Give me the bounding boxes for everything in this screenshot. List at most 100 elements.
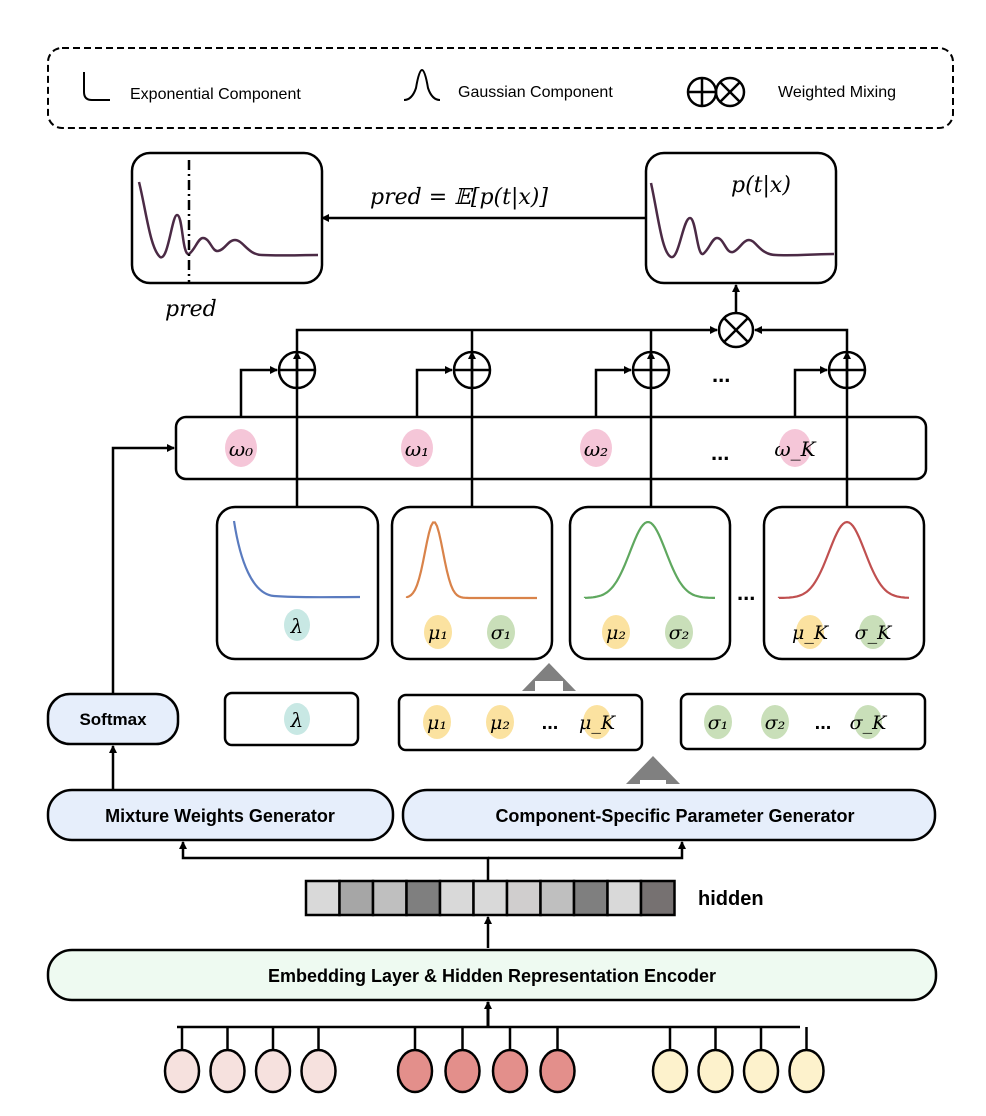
hidden-cell xyxy=(606,879,643,917)
input-feature-node xyxy=(651,1048,689,1094)
svg-text:σ₂: σ₂ xyxy=(669,622,690,644)
sigma-badge: σ₂ xyxy=(665,615,693,649)
svg-text:σ₂: σ₂ xyxy=(765,712,786,734)
input-feature-node xyxy=(788,1048,825,1094)
pred-label: pred xyxy=(165,297,217,322)
hidden-cell xyxy=(338,879,375,917)
add-mix-icon xyxy=(686,76,718,108)
exponential-component-panel: λ xyxy=(215,505,380,661)
encoder-label: Embedding Layer & Hidden Representation … xyxy=(268,966,716,986)
hidden-cell xyxy=(472,879,509,917)
hidden-cell xyxy=(304,879,341,917)
exponential-curve xyxy=(232,520,361,599)
hidden-cell xyxy=(438,879,475,917)
svg-text:μ₂: μ₂ xyxy=(606,622,626,644)
mu-param: μ_K xyxy=(579,705,617,739)
mu-badge: μ_K xyxy=(792,615,830,649)
lambda-param: λ xyxy=(290,708,304,732)
components-ellipsis: ... xyxy=(737,580,755,605)
omega-label: ω_K xyxy=(774,437,816,461)
gaussian-curve xyxy=(583,521,715,599)
param-ellipsis: ... xyxy=(815,712,832,734)
hidden-cell xyxy=(405,879,442,917)
sigma-param-box: σ₁ σ₂... σ_K xyxy=(679,692,927,751)
input-feature-node xyxy=(444,1048,481,1094)
legend-border xyxy=(47,47,954,129)
sigma-param: σ_K xyxy=(850,705,888,739)
gaussian-icon xyxy=(403,68,441,101)
component-parameter-label: Component-Specific Parameter Generator xyxy=(495,806,854,826)
generator-up-arrow xyxy=(626,756,680,784)
omega-badge: ω₀ xyxy=(225,429,257,467)
legend: Exponential Component Gaussian Component… xyxy=(47,47,954,129)
hidden-cell xyxy=(505,879,542,917)
weights-ellipsis: ... xyxy=(711,440,729,465)
input-feature-node xyxy=(742,1048,780,1094)
weights-bar xyxy=(174,415,928,481)
gaussian-curve xyxy=(777,520,910,599)
exponential-icon xyxy=(83,72,110,101)
input-feature-node xyxy=(697,1048,734,1094)
svg-text:μ_K: μ_K xyxy=(579,712,617,734)
legend-exponential-label: Exponential Component xyxy=(130,86,301,103)
input-features xyxy=(163,1027,825,1094)
omega-label: ω₁ xyxy=(405,437,429,461)
lambda-param-box: λ xyxy=(223,691,360,747)
mixture-weights-generator: Mixture Weights Generator xyxy=(46,788,395,842)
omega-label: ω₀ xyxy=(229,437,253,461)
param-up-arrow xyxy=(522,663,576,691)
gaussian-component-panel: μ₁ σ₁ xyxy=(390,505,554,661)
omega-badge: ω₂ xyxy=(580,429,612,467)
encoder-box: Embedding Layer & Hidden Representation … xyxy=(46,948,938,1002)
svg-text:σ₁: σ₁ xyxy=(491,622,512,644)
legend-gaussian-label: Gaussian Component xyxy=(458,84,613,101)
distribution-panel: p(t|x) xyxy=(644,151,838,285)
input-feature-node xyxy=(209,1048,246,1094)
mu-badge: μ₂ xyxy=(602,615,630,649)
svg-text:σ_K: σ_K xyxy=(850,712,888,734)
input-feature-node xyxy=(539,1048,576,1094)
input-feature-node xyxy=(254,1048,292,1094)
pred-panel xyxy=(130,151,324,285)
sigma-badge: σ₁ xyxy=(487,615,515,649)
mu-param: μ₂ xyxy=(486,705,514,739)
softmax-label: Softmax xyxy=(79,710,147,729)
softmax-box: Softmax xyxy=(46,692,180,746)
sigma-param: σ₁ xyxy=(704,705,732,739)
mu-badge: μ₁ xyxy=(424,615,452,649)
svg-text:μ_K: μ_K xyxy=(792,622,830,644)
input-feature-node xyxy=(396,1048,434,1094)
hidden-label: hidden xyxy=(698,888,764,910)
hidden-cell xyxy=(639,879,676,917)
input-feature-node xyxy=(491,1048,529,1094)
hidden-vector xyxy=(304,879,676,917)
pred-formula: pred = 𝔼[p(t|x)] xyxy=(370,185,548,210)
gaussian-component-panel: μ₂ σ₂ xyxy=(568,505,732,661)
component-parameter-generator: Component-Specific Parameter Generator xyxy=(401,788,937,842)
input-feature-node xyxy=(300,1048,337,1094)
hidden-cell xyxy=(371,879,408,917)
distribution-curve xyxy=(649,182,835,259)
mu-param: μ₁ xyxy=(423,705,451,739)
svg-text:μ₁: μ₁ xyxy=(428,622,448,644)
multiply-node xyxy=(717,311,755,349)
hidden-cell xyxy=(572,879,609,917)
lambda-badge xyxy=(284,609,310,641)
distribution-label: p(t|x) xyxy=(731,173,791,198)
gaussian-curve xyxy=(405,521,537,600)
mixture-weights-label: Mixture Weights Generator xyxy=(105,806,335,826)
svg-text:μ₁: μ₁ xyxy=(427,712,447,734)
omega-label: ω₂ xyxy=(584,437,608,461)
adds-ellipsis: ... xyxy=(712,362,730,387)
omega-badge: ω_K xyxy=(774,429,817,467)
svg-text:...: ... xyxy=(815,712,832,734)
sigma-badge: σ_K xyxy=(855,615,893,649)
sigma-param: σ₂ xyxy=(761,705,789,739)
omega-badge: ω₁ xyxy=(401,429,433,467)
legend-mixing-label: Weighted Mixing xyxy=(778,84,896,101)
svg-text:σ₁: σ₁ xyxy=(708,712,729,734)
svg-text:...: ... xyxy=(542,712,559,734)
gaussian-component-panel: μ_K σ_K xyxy=(762,505,926,661)
lambda-text: λ xyxy=(290,614,304,638)
